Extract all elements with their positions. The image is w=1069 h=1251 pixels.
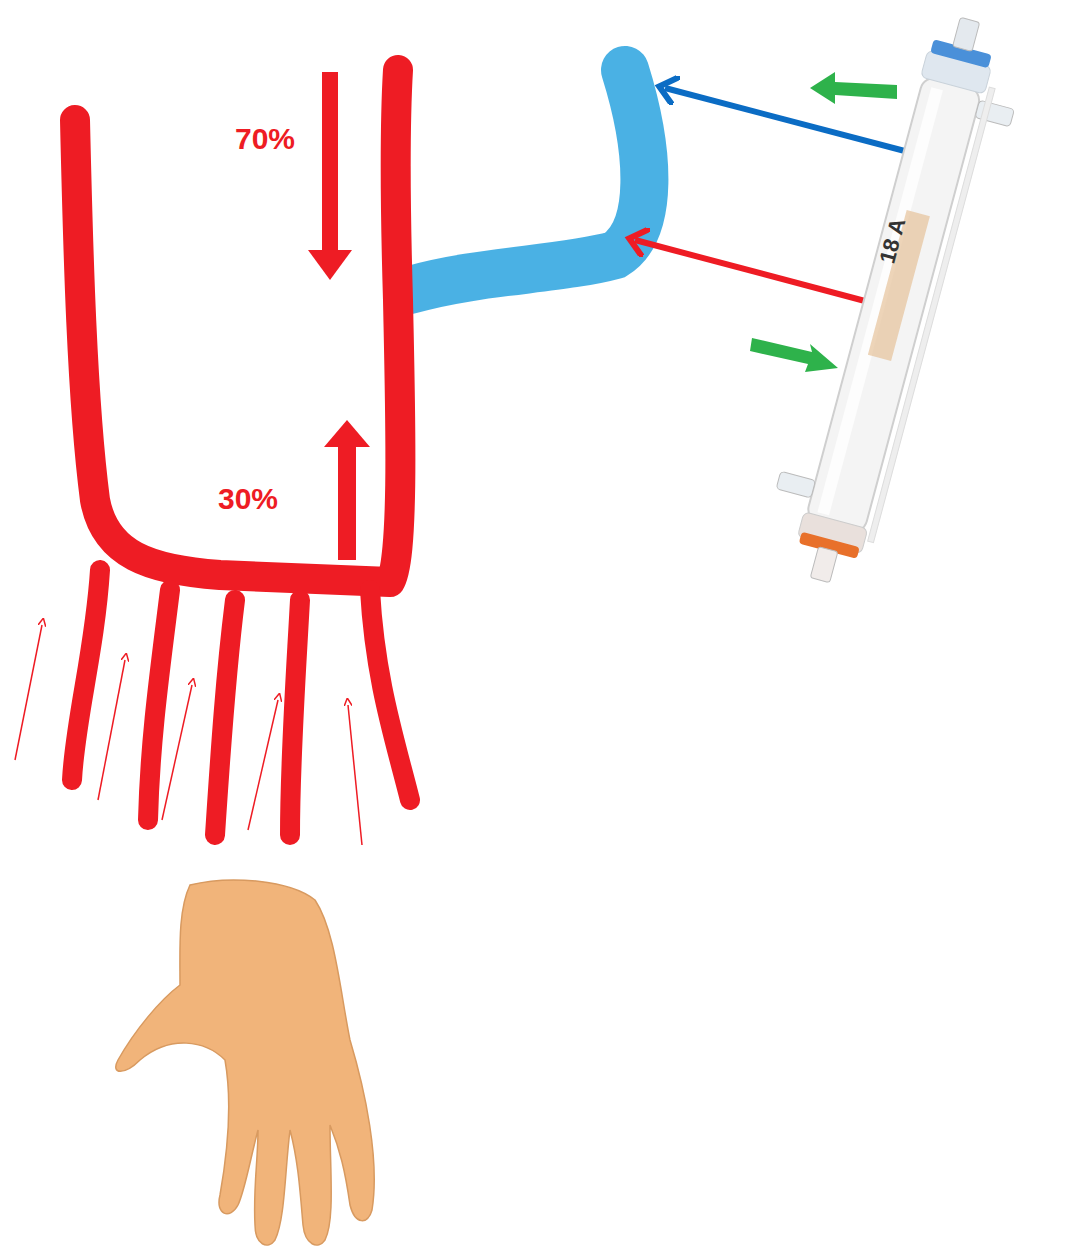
flow-percentage: 30% xyxy=(218,482,278,516)
red-vessel xyxy=(75,70,400,582)
branch-vessels xyxy=(72,570,410,835)
venous-line xyxy=(665,88,920,155)
flow-percentage: 70% xyxy=(235,122,295,156)
flow-arrows xyxy=(15,625,362,845)
dialyzer xyxy=(756,3,1034,597)
blue-vessel xyxy=(410,70,644,290)
hand-illustration xyxy=(116,880,374,1245)
flow-arrow xyxy=(308,72,370,560)
arterial-line xyxy=(635,240,880,305)
